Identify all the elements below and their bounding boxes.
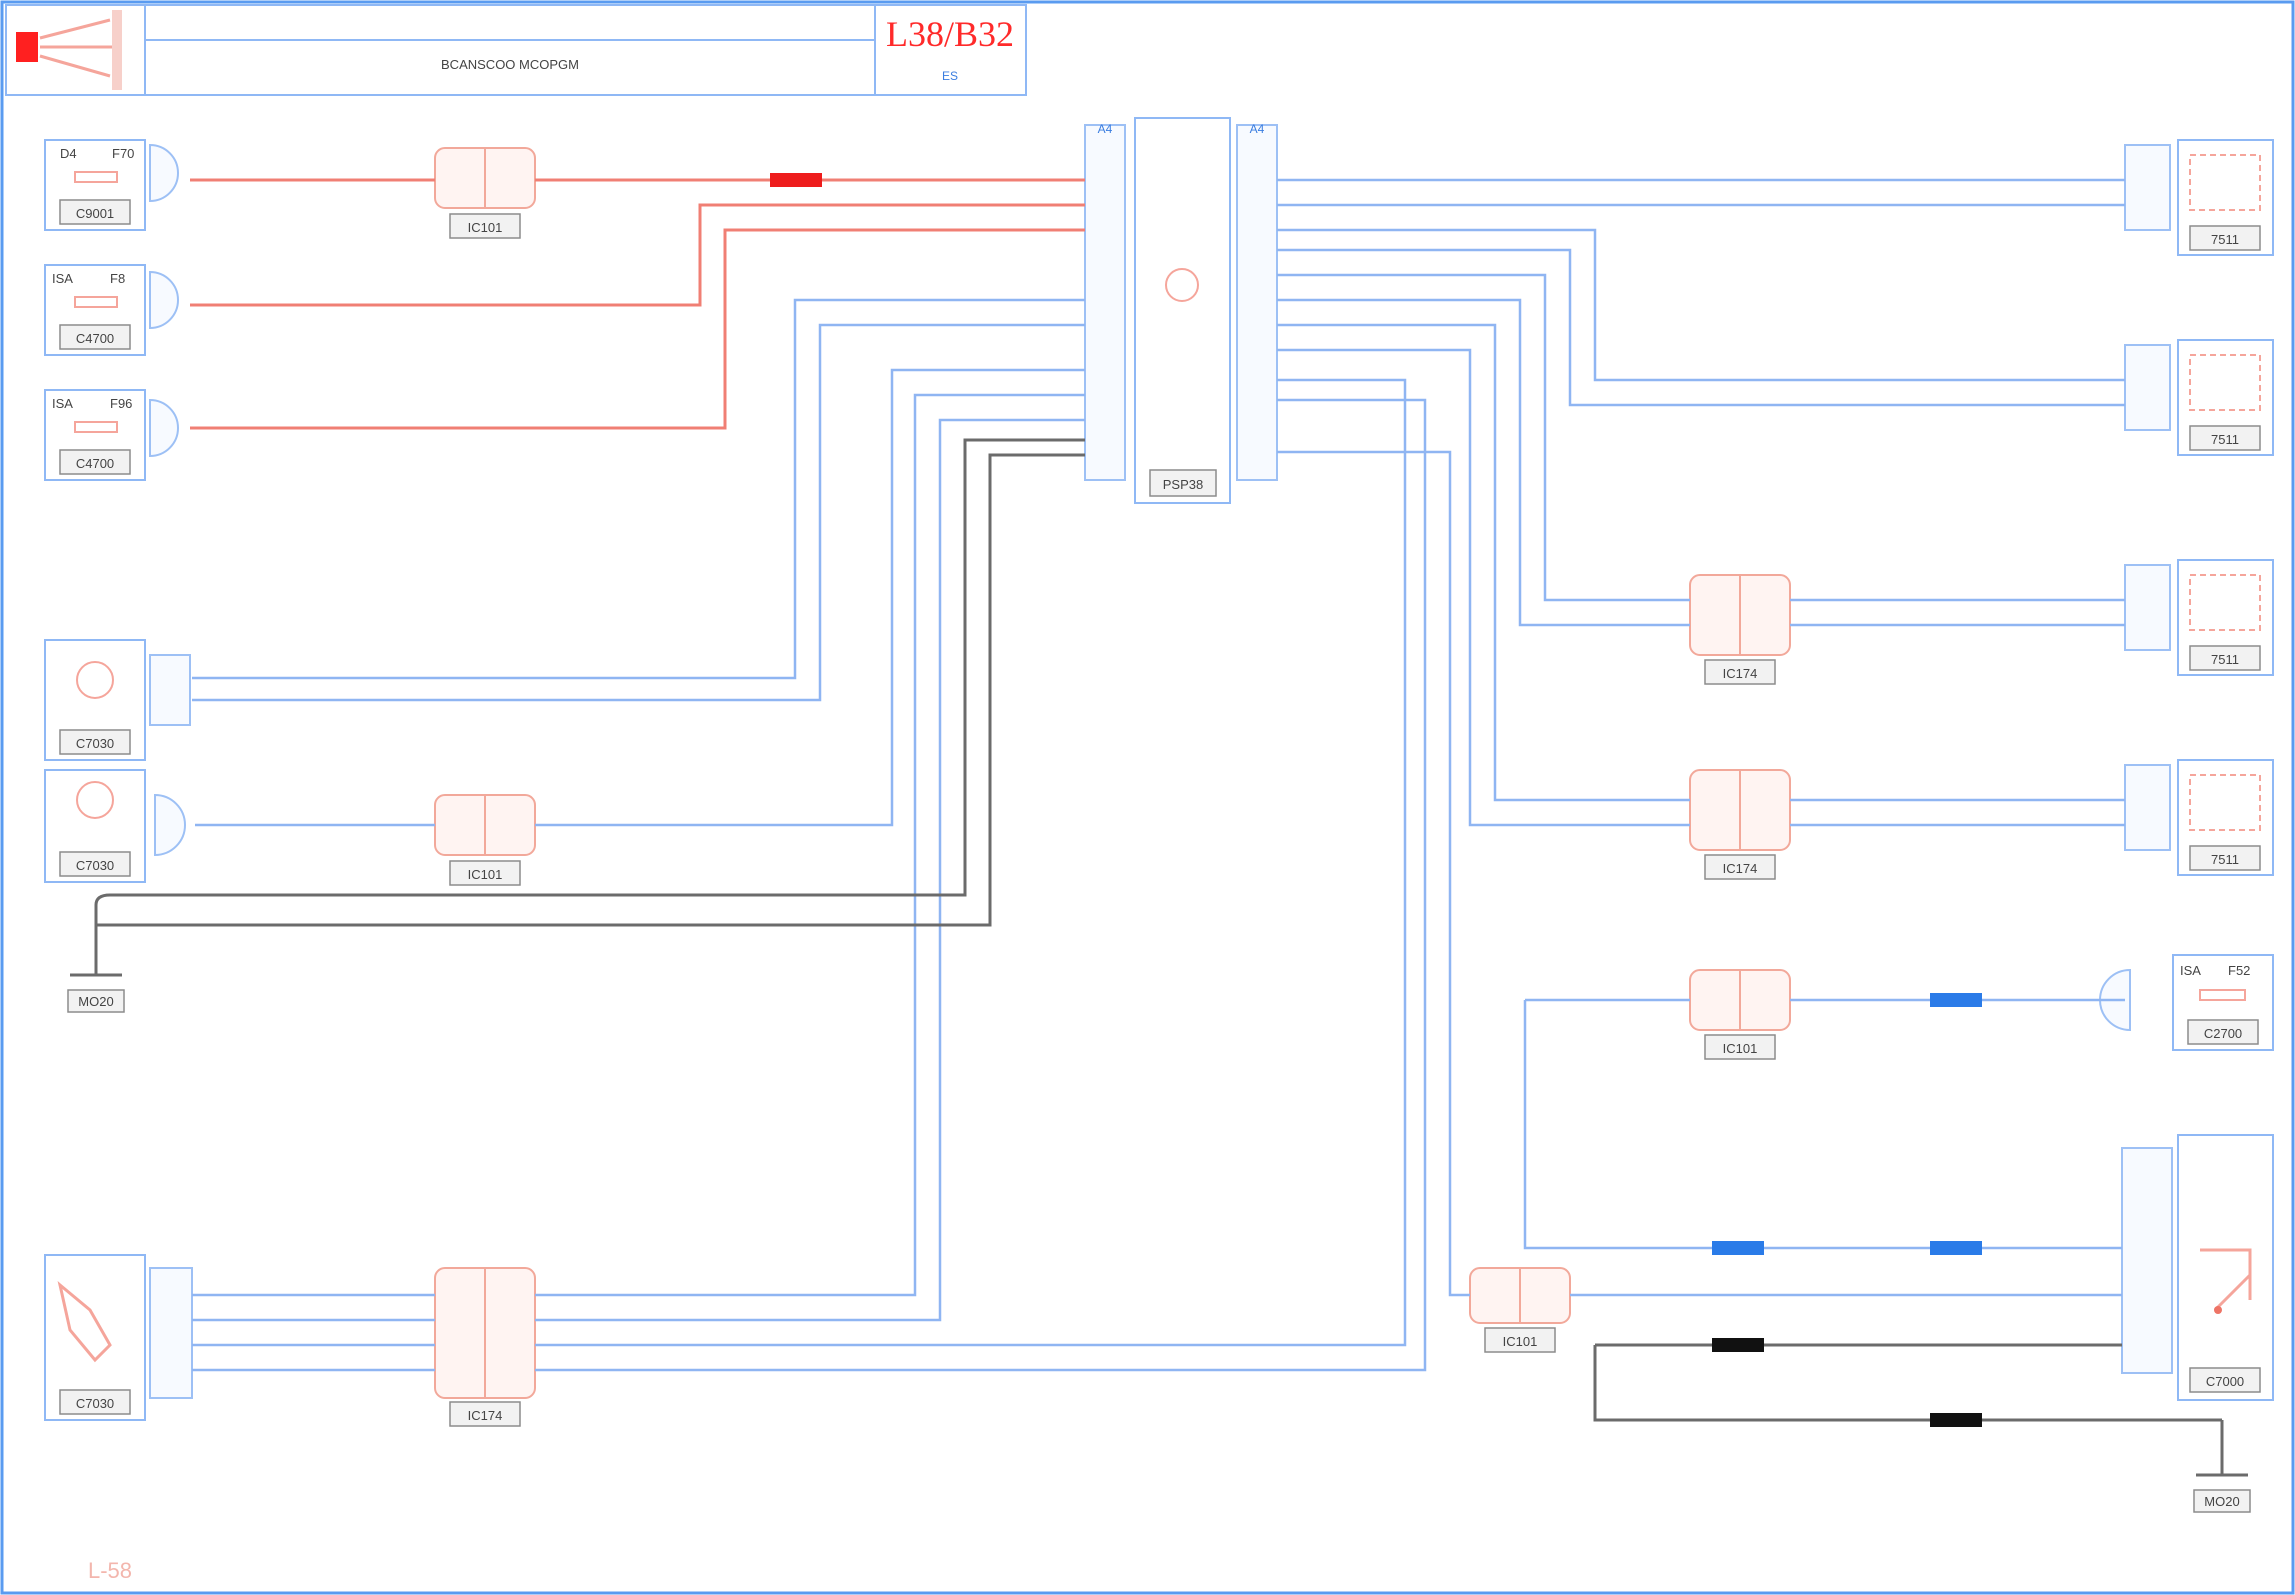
inline-connector-5: IC174 (1689, 769, 1791, 880)
page-sub-code: ES (942, 69, 958, 83)
inline-connector-2: IC101 (434, 794, 536, 886)
fuse-component-c: ISA F96 C4700 (44, 389, 179, 481)
right-4-ref: 7511 (2211, 852, 2239, 867)
right-fuse-ref: C2700 (2204, 1026, 2242, 1041)
inline-connector-6: IC101 (1689, 969, 1791, 1060)
connector-2-ref: IC101 (468, 867, 503, 882)
ground-1-ref: MO20 (78, 994, 113, 1009)
central-unit-ref: PSP38 (1163, 477, 1203, 492)
connector-1-ref: IC101 (468, 220, 503, 235)
right-fuse-component: ISA F52 C2700 (2099, 954, 2274, 1051)
ground-symbol-1: MO20 (67, 905, 125, 1013)
connector-3-ref: IC174 (468, 1408, 503, 1423)
right-1-ref: 7511 (2211, 232, 2239, 247)
right-fuse-tag2: F52 (2228, 963, 2250, 978)
inline-connector-3: IC174 (434, 1267, 536, 1427)
fuse-component-a: D4 F70 C9001 (44, 139, 179, 231)
inline-connector-7: IC101 (1469, 1267, 1571, 1353)
fuse-c-tag2: F96 (110, 396, 132, 411)
right-3-ref: 7511 (2211, 652, 2239, 667)
right-big-ref: C7000 (2206, 1374, 2244, 1389)
right-component-4: 7511 (2124, 759, 2274, 876)
connector-4-ref: IC174 (1723, 666, 1758, 681)
right-component-1: 7511 (2124, 139, 2274, 256)
fuse-b-tag2: F8 (110, 271, 125, 286)
fuse-c-tag1: ISA (52, 396, 73, 411)
left-connector-label: A4 (1098, 122, 1113, 136)
ground-2-ref: MO20 (2204, 1494, 2239, 1509)
wire-harness (94, 173, 2222, 1427)
connector-6-ref: IC101 (1723, 1041, 1758, 1056)
page-code: L38/B32 (886, 14, 1014, 54)
right-component-3: 7511 (2124, 559, 2274, 676)
brand-logo-mark (16, 32, 38, 62)
fuse-b-ref: C4700 (76, 331, 114, 346)
right-component-2: 7511 (2124, 339, 2274, 456)
inline-connector-4: IC174 (1689, 574, 1791, 685)
fuse-block-black-2 (1930, 1413, 1982, 1427)
fuse-block-black-1 (1712, 1338, 1764, 1352)
diagram-title: BCANSCOO MCOPGM (441, 57, 579, 72)
fuse-component-b: ISA F8 C4700 (44, 264, 179, 356)
sensor-2-ref: C7030 (76, 858, 114, 873)
right-2-ref: 7511 (2211, 432, 2239, 447)
right-large-component: C7000 (2121, 1134, 2274, 1401)
inline-connector-1: IC101 (434, 147, 536, 239)
fuse-c-ref: C4700 (76, 456, 114, 471)
fuse-a-tag1: D4 (60, 146, 77, 161)
fuse-b-tag1: ISA (52, 271, 73, 286)
right-connector-label: A4 (1250, 122, 1265, 136)
sensor-component-1: C7030 (44, 639, 191, 761)
fuse-highlight (770, 173, 822, 187)
fuse-a-ref: C9001 (76, 206, 114, 221)
sensor-3-ref: C7030 (76, 1396, 114, 1411)
central-control-unit: A4 A4 PSP38 (1084, 117, 1278, 504)
footer-page-ref: L-58 (88, 1558, 132, 1583)
connector-7-ref: IC101 (1503, 1334, 1538, 1349)
sensor-component-3: C7030 (44, 1254, 193, 1421)
sensor-component-2: C7030 (44, 769, 186, 883)
right-fuse-tag1: ISA (2180, 963, 2201, 978)
sensor-1-ref: C7030 (76, 736, 114, 751)
fuse-block-blue-3 (1930, 1241, 1982, 1255)
ground-symbol-2: MO20 (2193, 1420, 2251, 1513)
connector-5-ref: IC174 (1723, 861, 1758, 876)
title-block: BCANSCOO MCOPGM L38/B32 ES (5, 4, 1027, 96)
fuse-block-blue-2 (1712, 1241, 1764, 1255)
fuse-block-blue-1 (1930, 993, 1982, 1007)
fuse-a-tag2: F70 (112, 146, 134, 161)
